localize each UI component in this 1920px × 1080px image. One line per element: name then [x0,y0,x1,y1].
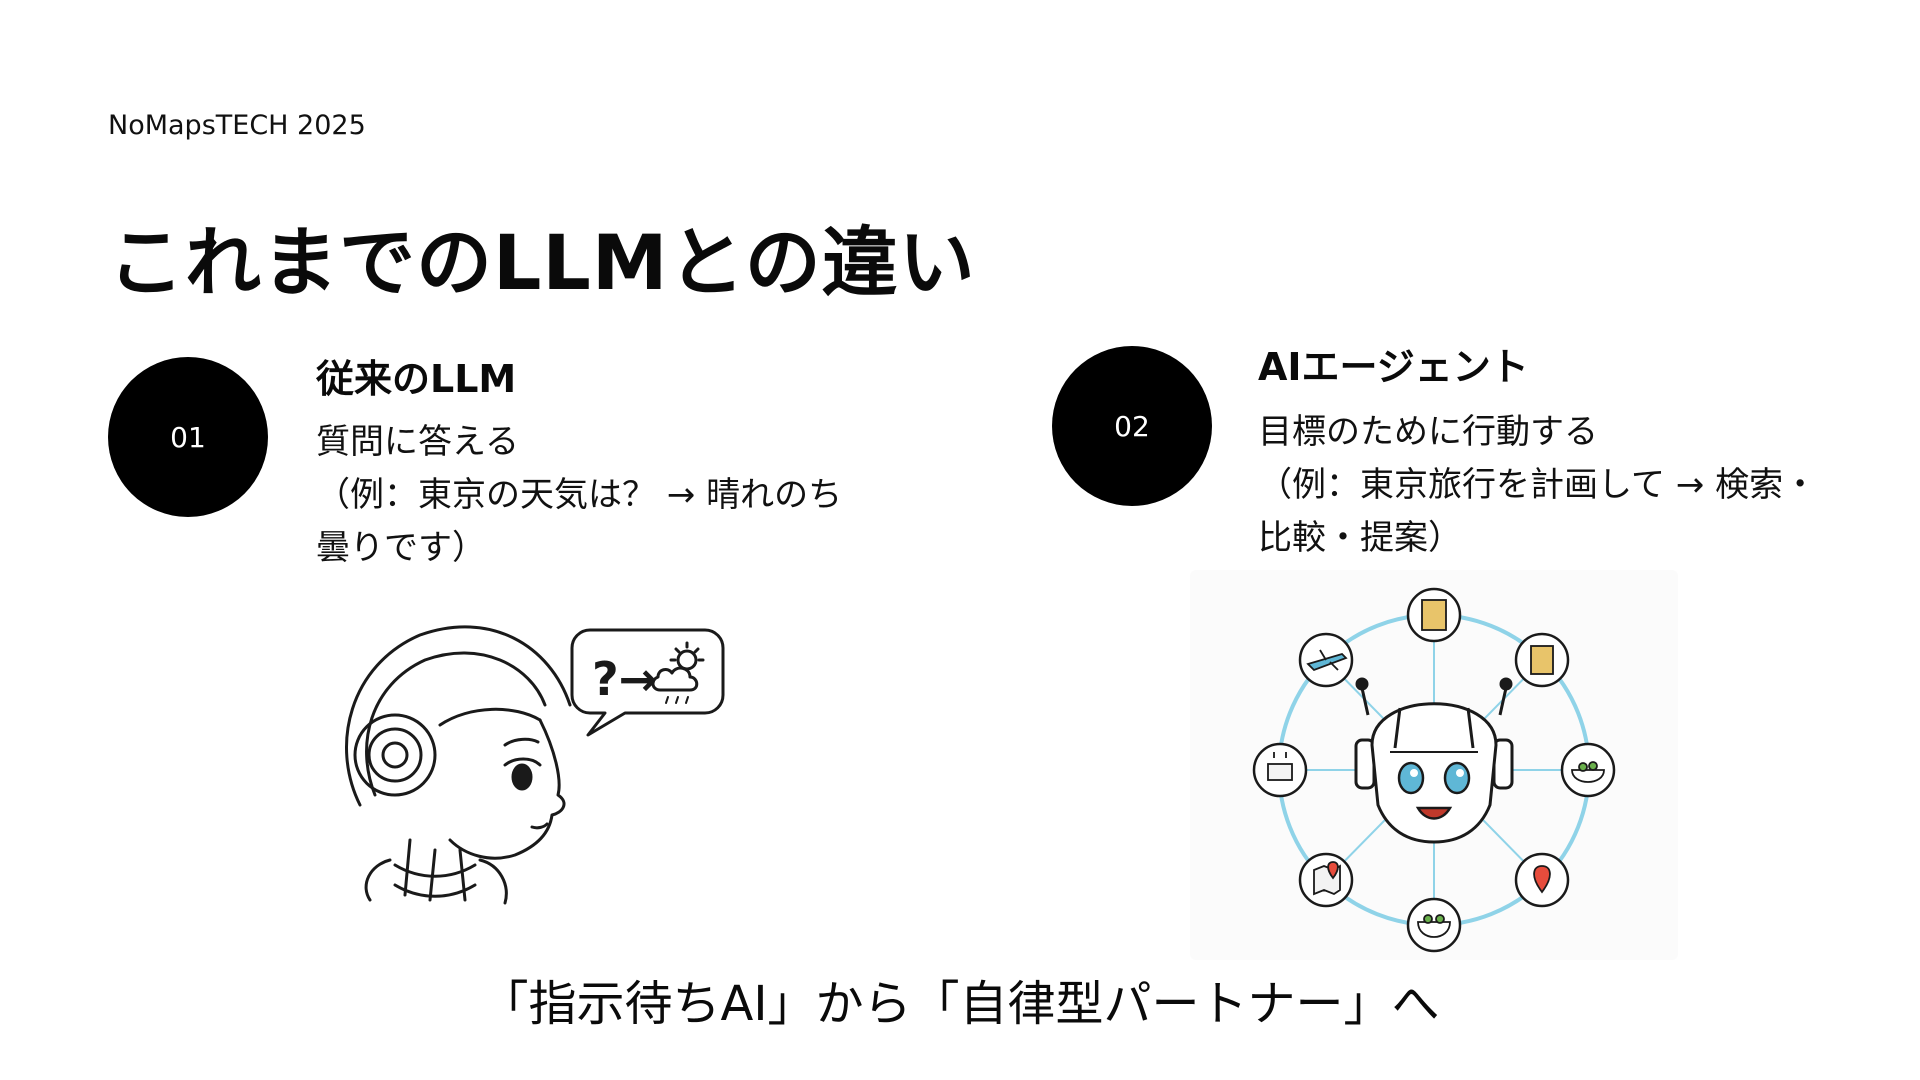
description-line: （例：東京旅行を計画して → 検索・ [1258,465,1818,505]
number-badge-label: 01 [170,420,206,454]
number-badge-02: 02 [1052,346,1212,506]
column-heading-agent: AIエージェント [1258,345,1529,389]
robot-face-hub-icon [1190,570,1678,960]
column-description-llm: 質問に答える （例：東京の天気は？ → 晴れのち 曇りです） [316,416,936,575]
description-line: 目標のために行動する [1258,412,1598,452]
column-heading-llm: 従来のLLM [316,357,517,401]
robot-head-profile-icon: ?→ [345,625,725,905]
number-badge-01: 01 [108,357,268,517]
description-line: 質問に答える [316,422,519,462]
column-description-agent: 目標のために行動する （例：東京旅行を計画して → 検索・ 比較・提案） [1258,406,1918,565]
bottom-message: 「指示待ちAI」から「自律型パートナー」へ [480,976,1440,1032]
description-line: （例：東京の天気は？ → 晴れのち [316,475,843,515]
bubble-text: ?→ [592,652,657,706]
event-label: NoMapsTECH 2025 [108,110,366,141]
number-badge-label: 02 [1114,409,1150,443]
description-line: 曇りです） [316,528,486,568]
description-line: 比較・提案） [1258,518,1462,558]
page-title: これまでのLLMとの違い [108,218,976,307]
